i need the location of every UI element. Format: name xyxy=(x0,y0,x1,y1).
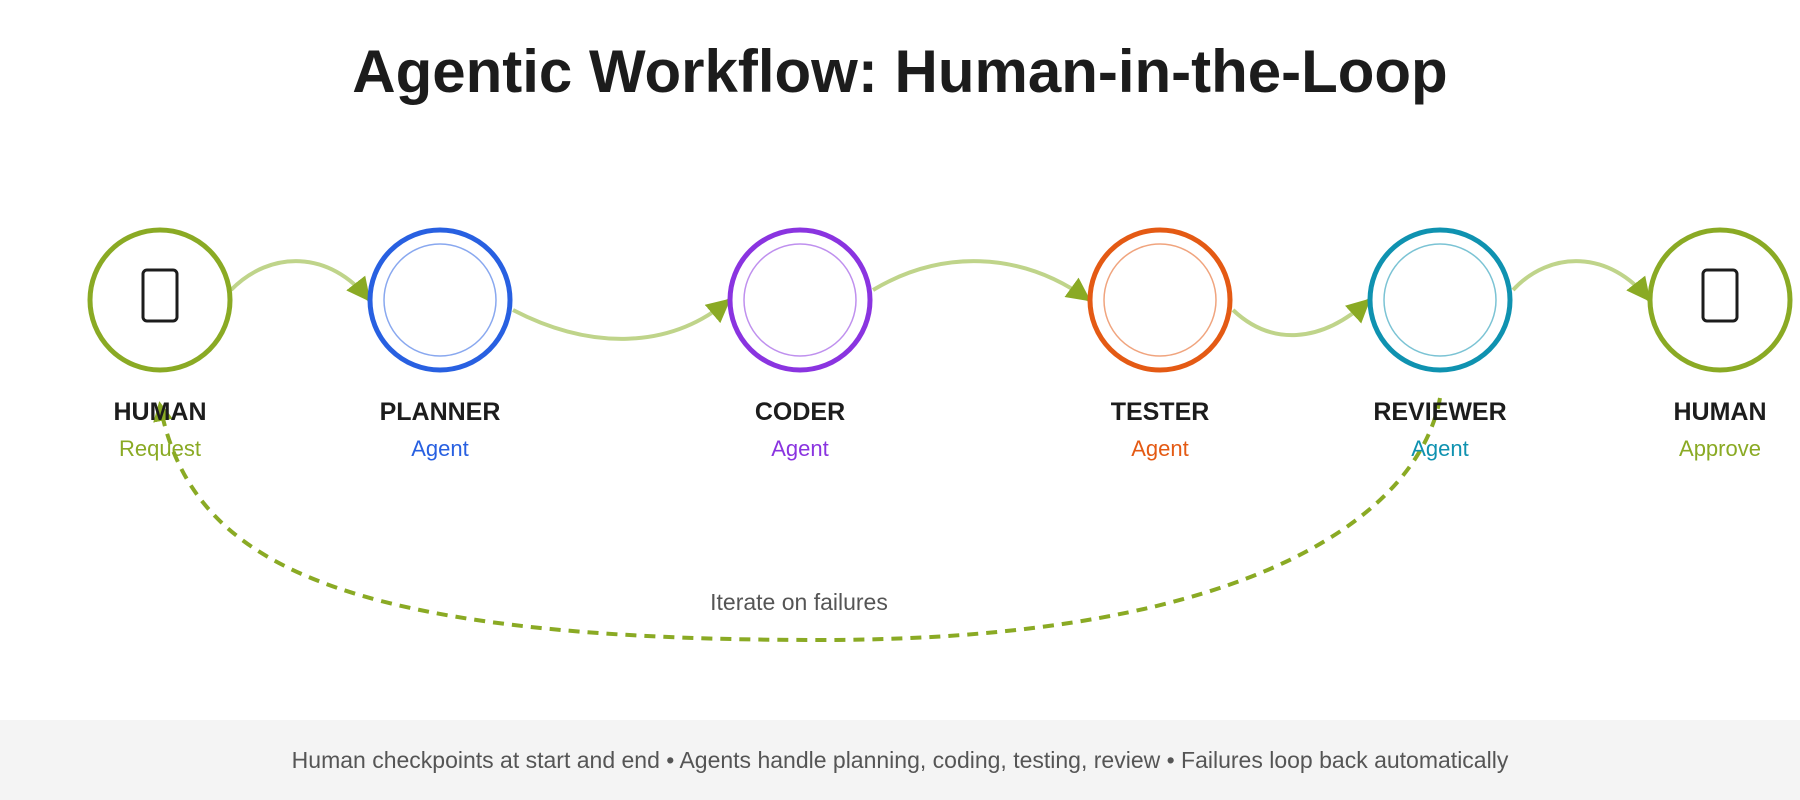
inner-ring xyxy=(1103,243,1217,357)
node-reviewer[interactable]: REVIEWER Agent xyxy=(1367,227,1513,461)
node-role: Agent xyxy=(1131,436,1189,461)
inner-ring xyxy=(1383,243,1497,357)
footer-text: Human checkpoints at start and end • Age… xyxy=(291,746,1509,773)
node-name: TESTER xyxy=(1111,398,1210,426)
node-human-end[interactable]: HUMAN Approve xyxy=(1647,227,1793,461)
node-tester[interactable]: TESTER Agent xyxy=(1087,227,1233,461)
inner-ring xyxy=(383,243,497,357)
footer-bar: Human checkpoints at start and end • Age… xyxy=(0,720,1800,800)
node-role: Approve xyxy=(1679,436,1761,461)
connector-human-to-planner xyxy=(229,259,371,302)
node-name: PLANNER xyxy=(380,398,501,426)
connector-planner-to-coder xyxy=(512,298,731,341)
node-coder[interactable]: CODER Agent xyxy=(727,227,873,461)
connectors xyxy=(229,259,1651,341)
phone-icon xyxy=(141,268,179,323)
feedback-loop: Iterate on failures xyxy=(153,397,1442,643)
node-role: Agent xyxy=(771,436,829,461)
phone-icon xyxy=(1701,268,1739,323)
node-name: CODER xyxy=(755,398,845,426)
workflow-diagram: Iterate on failures HUMAN Request PLANNE… xyxy=(87,227,1793,643)
diagram-title: Agentic Workflow: Human-in-the-Loop xyxy=(352,38,1448,105)
node-name: REVIEWER xyxy=(1373,398,1506,426)
node-role: Agent xyxy=(411,436,469,461)
connector-coder-to-tester xyxy=(871,259,1091,302)
inner-ring xyxy=(743,243,857,357)
connector-tester-to-reviewer xyxy=(1231,298,1371,338)
loop-label: Iterate on failures xyxy=(710,589,888,615)
loop-arrow xyxy=(153,397,1442,643)
node-role: Agent xyxy=(1411,436,1469,461)
node-name: HUMAN xyxy=(113,398,206,426)
connector-reviewer-to-human xyxy=(1511,259,1651,302)
node-name: HUMAN xyxy=(1673,398,1766,426)
node-planner[interactable]: PLANNER Agent xyxy=(367,227,513,461)
node-human-start[interactable]: HUMAN Request xyxy=(87,227,233,461)
node-role: Request xyxy=(119,436,201,461)
